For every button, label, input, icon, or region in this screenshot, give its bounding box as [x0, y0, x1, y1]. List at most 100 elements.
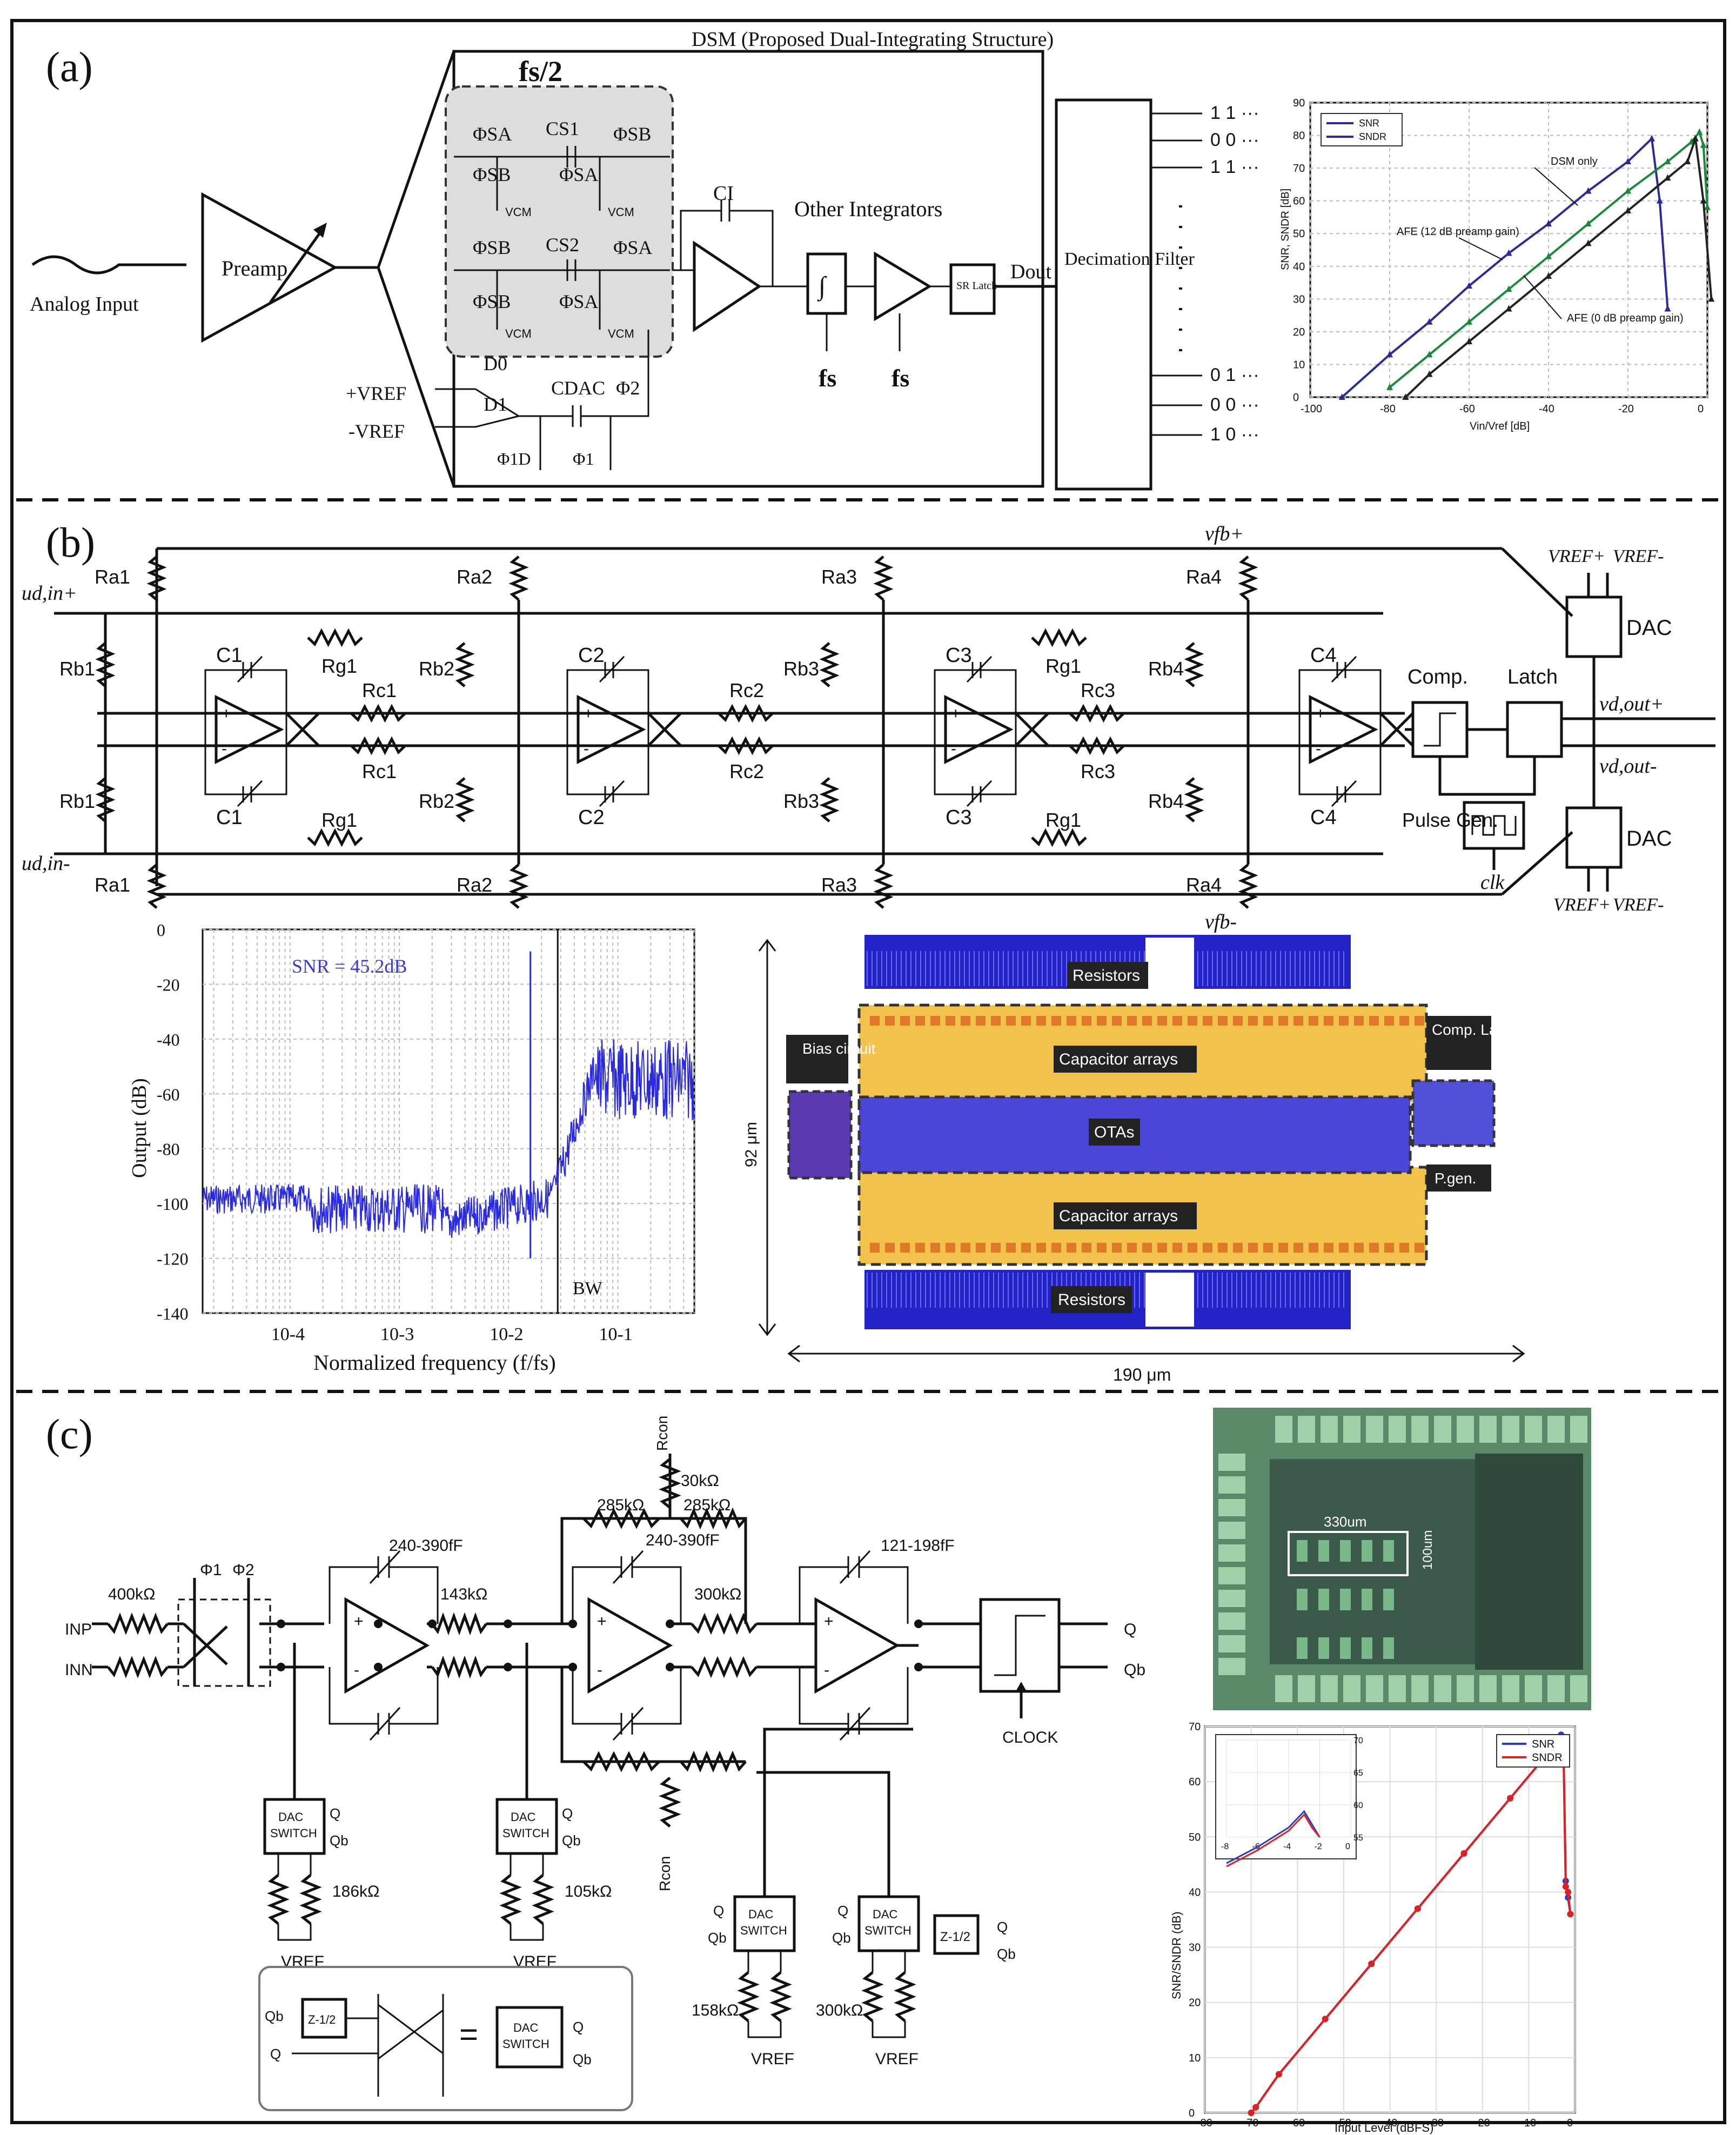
cap-cell: [885, 1243, 895, 1253]
c-ytick: 20: [1189, 1997, 1201, 2009]
annotation-arrow: [1458, 237, 1503, 260]
die-height-label: 100um: [1420, 1530, 1435, 1570]
junction-dot: [914, 1619, 923, 1628]
cap-cell: [1127, 1243, 1137, 1253]
a-xtick: -20: [1618, 403, 1634, 415]
snr-readout: SNR = 45.2dB: [292, 955, 407, 977]
ci-label: CI: [713, 182, 734, 205]
resistor-30k: [659, 1458, 681, 1509]
output-bits-3: 1 1 ···: [1210, 157, 1259, 177]
opamp-feedback-loop: [934, 669, 1017, 795]
cap-cell: [1112, 1243, 1122, 1253]
opamp-plus: +: [824, 1612, 834, 1630]
cap-cell: [1218, 1016, 1228, 1026]
rb-label-top: Rb4: [1148, 658, 1184, 680]
cap-cell: [1218, 1243, 1228, 1253]
rc-label-bottom: Rc1: [362, 760, 397, 782]
legend-dac-label: SWITCH: [502, 2037, 549, 2051]
other-integrators-label: Other Integrators: [794, 197, 942, 221]
cap-cell: [1006, 1243, 1016, 1253]
junction-dot: [504, 1663, 512, 1671]
cap-cell: [1278, 1016, 1288, 1026]
decimation-filter-box: [1055, 98, 1152, 491]
cap-cell: [946, 1016, 955, 1026]
cap-cell: [1157, 1016, 1167, 1026]
spec-ytick: -80: [157, 1140, 180, 1159]
r143-label: 143kΩ: [440, 1585, 487, 1603]
cap-cell: [1369, 1016, 1379, 1026]
phi1-c-label: Φ1: [200, 1561, 222, 1579]
junction-dot: [914, 1663, 923, 1671]
dac-switch-label: DAC: [748, 1908, 774, 1921]
legend-qb-out: Qb: [573, 2051, 592, 2067]
panel-b-label: (b): [46, 519, 95, 566]
outer-frame: [10, 19, 1726, 2124]
dac-q-label: Q: [330, 1805, 340, 1822]
cap-cell: [1188, 1016, 1197, 1026]
cap-cell: [1067, 1016, 1076, 1026]
cap-cell: [1203, 1243, 1212, 1253]
bond-pad: [1411, 1416, 1429, 1443]
phi1-label: Φ1: [573, 449, 594, 469]
a-series-marker: [1700, 197, 1707, 204]
c-xtick: -20: [1474, 2117, 1490, 2129]
die-highlight-box: [1288, 1531, 1409, 1576]
a-ytick: 90: [1293, 97, 1305, 109]
dac-resistor-value: 186kΩ: [332, 1883, 379, 1900]
a-xtick: -60: [1459, 403, 1475, 415]
a-series-marker: [1426, 318, 1433, 325]
ra-label-bottom: Ra1: [95, 874, 130, 896]
rb-label-bottom: Rb3: [783, 790, 819, 812]
feedback-cap-top: [572, 1550, 682, 1624]
rc-label-top: Rc3: [1081, 679, 1115, 701]
dac-bottom-label: DAC: [1626, 827, 1672, 851]
cross-wire: [647, 712, 682, 747]
cap-cell: [1263, 1016, 1273, 1026]
circuit-block: [1297, 1637, 1308, 1659]
c-xtick: -80: [1197, 2117, 1212, 2129]
opamp-plus: +: [354, 1612, 364, 1630]
cap-cell: [915, 1016, 925, 1026]
variable-cap-icon: [1331, 780, 1357, 807]
cap-label-bottom: C1: [216, 806, 243, 829]
a-ytick: 20: [1293, 326, 1305, 338]
bond-pad: [1298, 1416, 1315, 1443]
circuit-block: [1362, 1589, 1372, 1610]
cap-cell: [991, 1243, 1001, 1253]
fs-label-2: fs: [892, 364, 909, 392]
resistor-rg-top: [307, 628, 363, 647]
cap-cell: [930, 1016, 940, 1026]
variable-cap-icon: [599, 780, 625, 807]
annotation-arrow: [1534, 167, 1578, 206]
legend-z-label: Z-1/2: [308, 2013, 336, 2026]
c-xtick: -50: [1336, 2117, 1351, 2129]
vfb-plus-label: vfb+: [1205, 523, 1244, 545]
z-half-box: [933, 1914, 980, 1955]
clock-arrow: [1016, 1682, 1027, 1691]
dout-label: Dout: [1010, 260, 1051, 283]
rg-label-bottom: Rg1: [1045, 809, 1081, 831]
dac-resistor-b: [894, 1971, 916, 2022]
cap-cell: [976, 1016, 986, 1026]
fs2-switch-block: [445, 85, 674, 358]
resistor-285k-c: [582, 1751, 660, 1772]
chopper-dashed-box: [177, 1598, 271, 1687]
phi1d-label: Φ1D: [497, 449, 531, 469]
rg-label-top: Rg1: [321, 655, 357, 677]
decimation-outputs: 1 1 ··· 0 0 ··· 1 1 ··· 0 1 ··· 0 0 ··· …: [1151, 103, 1259, 445]
r285a-label: 285kΩ: [597, 1496, 644, 1514]
spec-ytick: -60: [157, 1085, 180, 1104]
junction-dot: [666, 1619, 674, 1628]
spectrum-xlabel: Normalized frequency (f/fs): [313, 1350, 556, 1375]
vref-minus-label: -VREF: [348, 420, 405, 442]
cap-cell: [900, 1243, 910, 1253]
phi2-c-label: Φ2: [232, 1561, 254, 1579]
circuit-block: [1318, 1637, 1329, 1659]
rc-label-top: Rc1: [362, 679, 397, 701]
sndr-point: [1252, 2104, 1259, 2111]
phi-sa-label-3: ΦSA: [613, 237, 652, 258]
circuit-block: [1340, 1637, 1351, 1659]
